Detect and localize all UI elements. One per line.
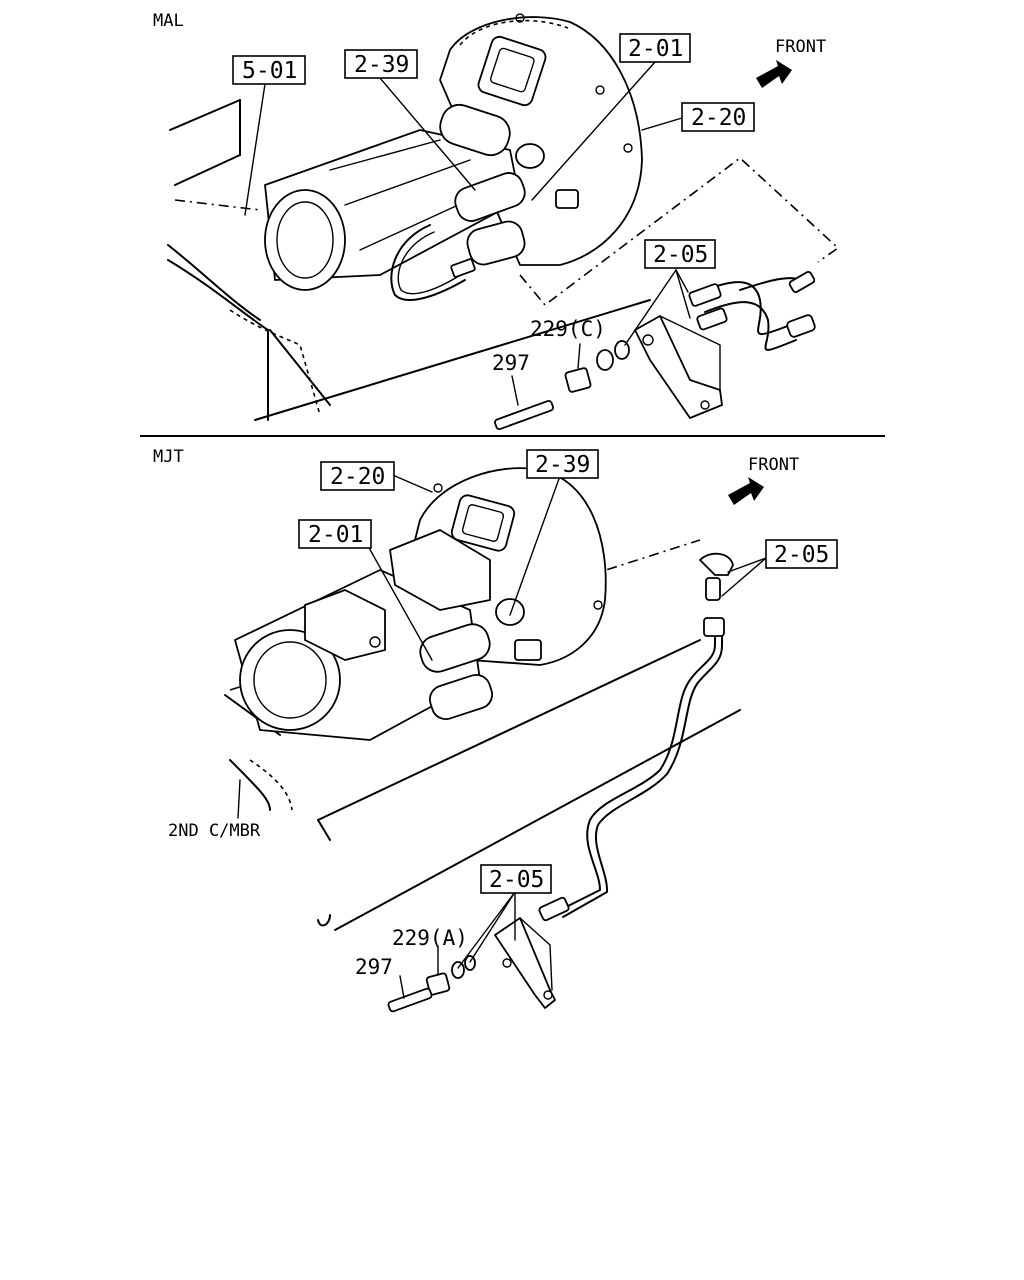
front-arrow-icon (756, 60, 792, 88)
callout-leaders-bottom (237, 475, 767, 999)
bell-housing (439, 13, 643, 266)
svg-text:2-05: 2-05 (774, 542, 829, 568)
callout-2-05-bottom-lower[interactable]: 2-05 (480, 864, 552, 894)
svg-text:2-01: 2-01 (308, 522, 363, 548)
chassis-frame (167, 99, 651, 421)
svg-text:2-39: 2-39 (535, 452, 590, 478)
svg-text:2-39: 2-39 (354, 52, 409, 78)
callout-2-05-bottom-upper[interactable]: 2-05 (765, 539, 838, 569)
transmission-body (234, 529, 491, 741)
callout-2-20-bottom[interactable]: 2-20 (320, 461, 395, 491)
callout-5-01[interactable]: 5-01 (232, 55, 306, 85)
callout-2-05-top[interactable]: 2-05 (644, 239, 716, 269)
mount-bracket (494, 917, 556, 1009)
leader-line (519, 156, 840, 307)
label-297-bottom: 297 (355, 955, 393, 979)
brake-line (538, 552, 734, 922)
callout-2-39-top[interactable]: 2-39 (344, 49, 418, 79)
label-229a: 229(A) (392, 926, 468, 950)
callout-2-01-bottom[interactable]: 2-01 (298, 519, 372, 549)
svg-text:5-01: 5-01 (242, 58, 297, 84)
clutch-booster (439, 103, 579, 266)
fitting-parts (494, 340, 630, 431)
callout-2-01-top[interactable]: 2-01 (619, 33, 691, 63)
svg-text:2-20: 2-20 (330, 464, 385, 490)
svg-text:2-05: 2-05 (653, 242, 708, 268)
callout-leaders-top (244, 61, 691, 406)
clutch-booster (419, 598, 542, 721)
section-title-mjt: MJT (153, 447, 184, 467)
label-297-top: 297 (492, 351, 530, 375)
callout-2-20-top[interactable]: 2-20 (681, 102, 755, 132)
hose-assembly (688, 271, 816, 351)
svg-text:2-01: 2-01 (628, 36, 683, 62)
svg-text:2-20: 2-20 (691, 105, 746, 131)
front-label: FRONT (775, 37, 826, 57)
hydraulic-line (390, 224, 476, 301)
callout-2-39-bottom[interactable]: 2-39 (526, 449, 599, 479)
section-title-mal: MAL (153, 11, 184, 31)
fitting-parts (387, 955, 476, 1013)
front-label: FRONT (748, 455, 799, 475)
front-arrow-icon (728, 477, 764, 505)
label-229c: 229(C) (530, 317, 606, 341)
section-mal: MAL FRONT (153, 11, 840, 431)
svg-text:2-05: 2-05 (489, 867, 544, 893)
label-2nd-cross-member: 2ND C/MBR (168, 821, 261, 841)
mount-bracket (634, 315, 723, 419)
section-mjt: MJT FRONT (153, 447, 838, 1013)
